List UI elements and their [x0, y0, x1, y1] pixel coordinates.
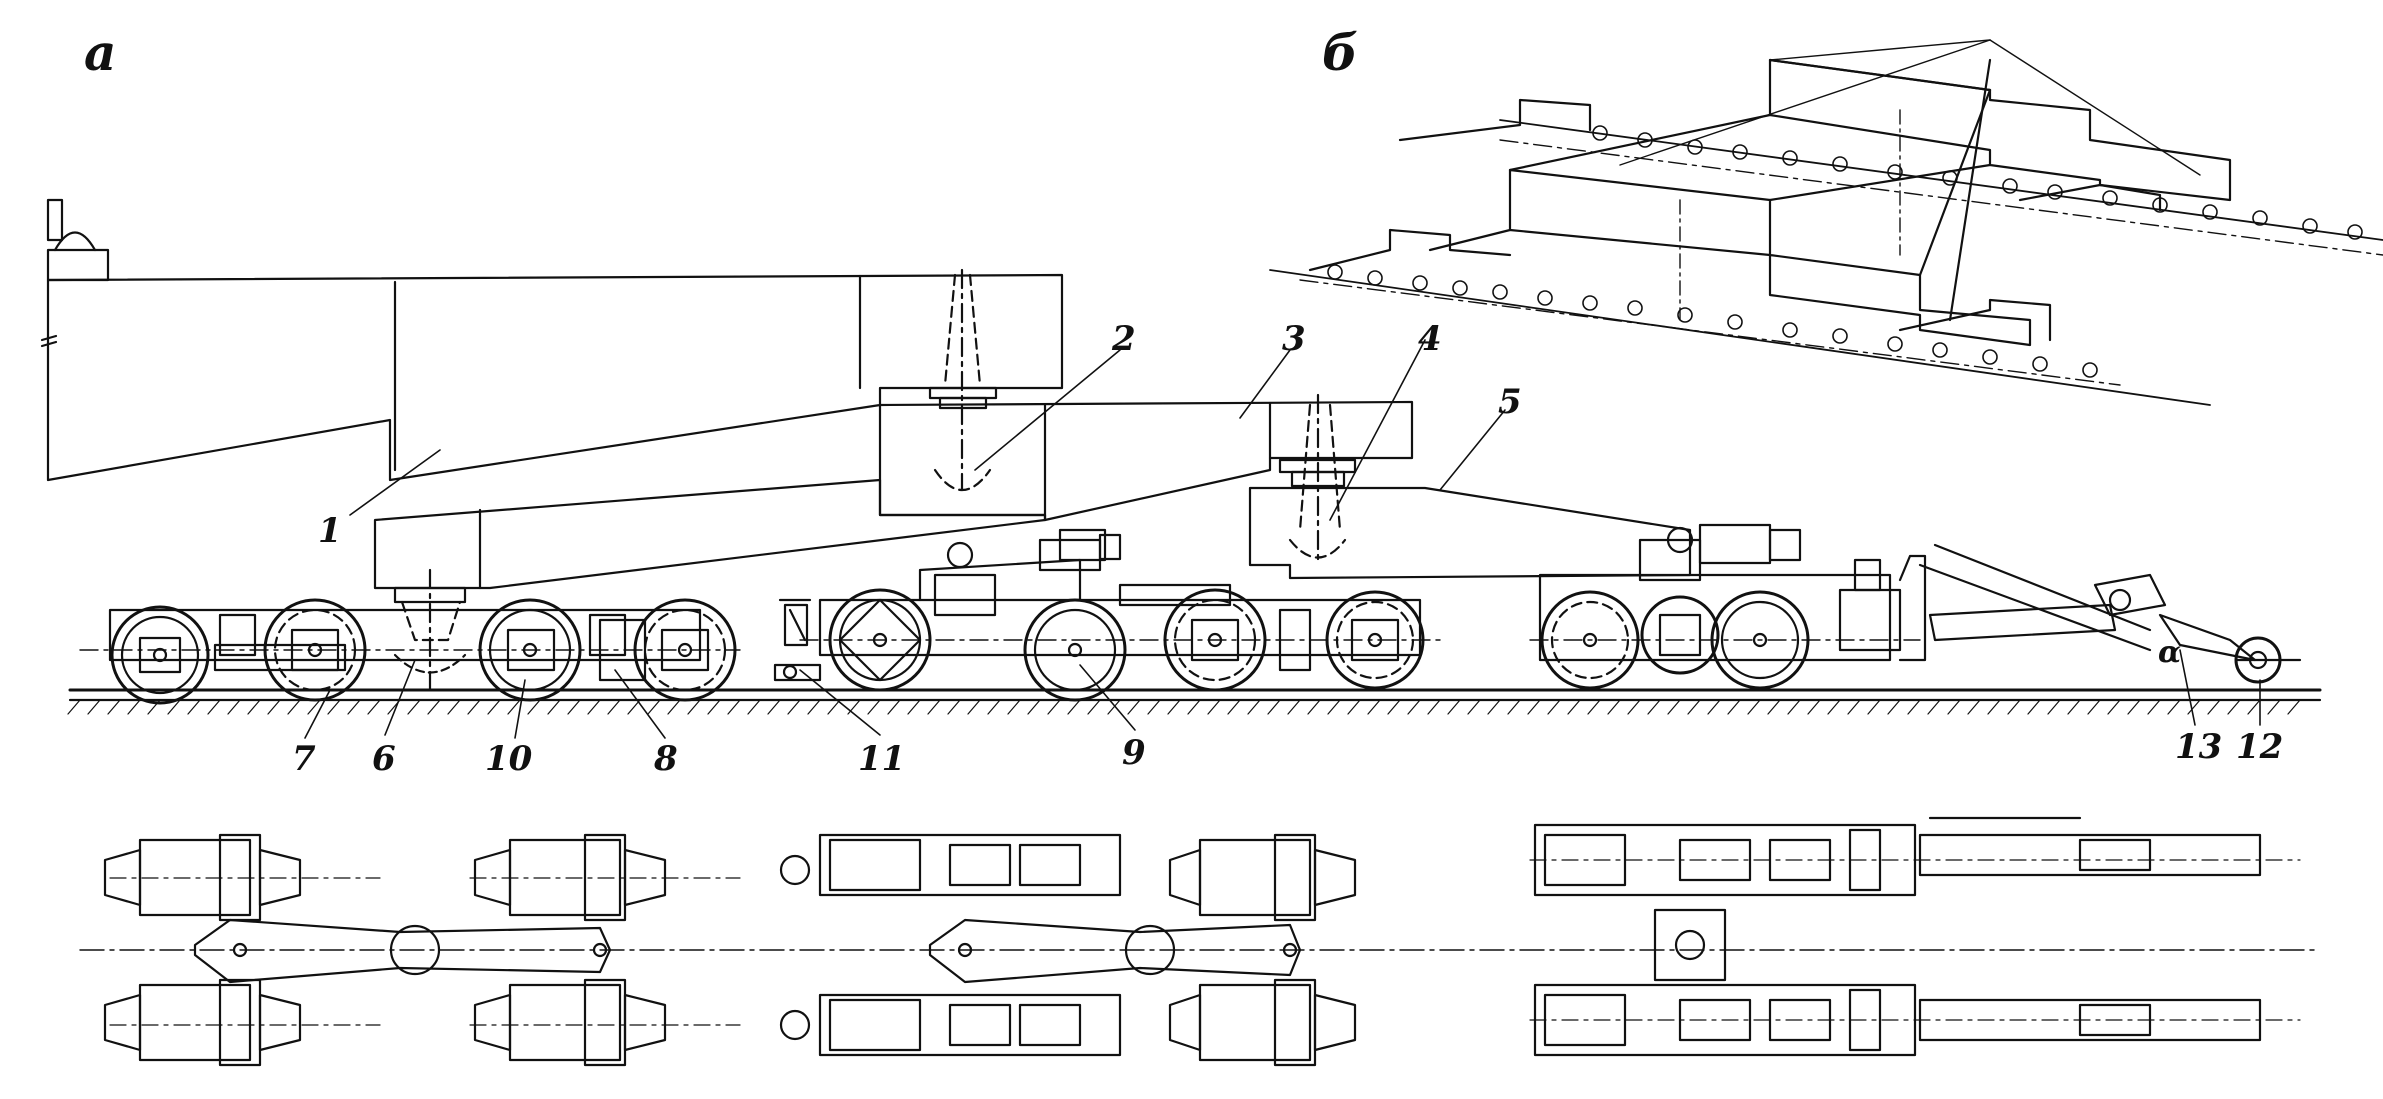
part-label-1: 1 [318, 511, 342, 551]
part-label-5: 5 [1498, 382, 1522, 422]
pivot-2-flange [930, 388, 996, 408]
part-label-10: 10 [485, 739, 533, 779]
part-label-12: 12 [2236, 727, 2284, 767]
leader-lines [305, 340, 2260, 738]
plan-view [80, 818, 2320, 1065]
plan-wheelset-3 [470, 835, 740, 920]
part-label-6: 6 [372, 739, 396, 779]
part-label-9: 9 [1122, 733, 1146, 773]
pivot-2 [935, 270, 990, 490]
part-label-11: 11 [858, 739, 906, 779]
coupler-11 [775, 600, 820, 680]
part-label-7: 7 [292, 739, 316, 779]
pivot-6 [395, 570, 465, 690]
plan-wheelset-4 [470, 980, 740, 1065]
middle-bogie [800, 530, 1440, 700]
bogie-beam-1 [375, 480, 1045, 588]
pivot-4-flange [1280, 460, 1355, 486]
right-bogie [1530, 525, 1920, 688]
angle-alpha-label: α [2158, 635, 2182, 670]
side-elevation [42, 200, 2320, 714]
ground-rail [68, 690, 2320, 714]
plan-middle-units [781, 835, 1355, 1065]
towing-link-13 [1900, 545, 2300, 682]
part-label-4: 4 [1418, 319, 1442, 359]
panel-label-a: а [84, 23, 117, 82]
part-label-2: 2 [1112, 319, 1136, 359]
axonometric-scheme [1270, 40, 2383, 405]
part-label-3: 3 [1282, 319, 1306, 359]
wheel-1 [112, 607, 208, 703]
plan-wheelset-2 [105, 980, 380, 1065]
plan-right-units [1530, 818, 2300, 1055]
part-label-8: 8 [654, 739, 678, 779]
wheel-2 [265, 600, 365, 700]
wheelset-markers [1328, 126, 2362, 377]
load-beam [42, 200, 1062, 480]
bogie-beam-5 [1250, 488, 1690, 578]
pivot-4 [1290, 395, 1345, 560]
part-label-13: 13 [2175, 727, 2223, 767]
left-bogie-frame [110, 610, 700, 670]
panel-label-b: б [1322, 23, 1359, 82]
plan-wheelset-1 [105, 835, 380, 920]
